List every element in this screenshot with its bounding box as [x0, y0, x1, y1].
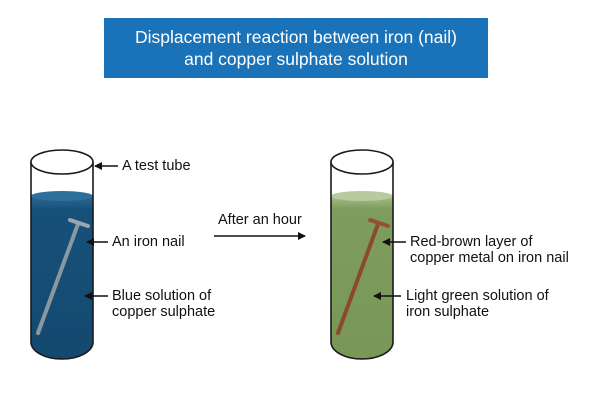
label-blue-solution: Blue solution of copper sulphate — [112, 288, 216, 320]
left-blue-solution — [31, 196, 93, 359]
right-solution-surface — [331, 191, 393, 201]
label-after-an-hour: After an hour — [218, 212, 302, 228]
left-solution-surface — [31, 191, 93, 201]
right-tube-rim — [330, 149, 394, 175]
label-green-solution: Light green solution of iron sulphate — [406, 288, 549, 320]
label-iron-nail: An iron nail — [112, 234, 185, 250]
right-copper-coated-nail-head — [368, 218, 390, 228]
title-line-1: Displacement reaction between iron (nail… — [135, 27, 457, 47]
right-test-tube — [330, 149, 394, 360]
left-tube-outline — [30, 162, 94, 360]
label-copper-layer: Red-brown layer of copper metal on iron … — [410, 234, 569, 266]
label-test-tube: A test tube — [122, 158, 191, 174]
right-tube-outline — [330, 162, 394, 360]
right-copper-coated-nail — [336, 222, 380, 335]
left-iron-nail-head — [68, 218, 90, 228]
title-banner: Displacement reaction between iron (nail… — [104, 18, 488, 78]
title-line-2: and copper sulphate solution — [184, 49, 408, 69]
left-iron-nail — [36, 222, 80, 335]
right-green-solution — [331, 196, 393, 359]
left-test-tube — [30, 149, 94, 360]
left-tube-rim — [30, 149, 94, 175]
